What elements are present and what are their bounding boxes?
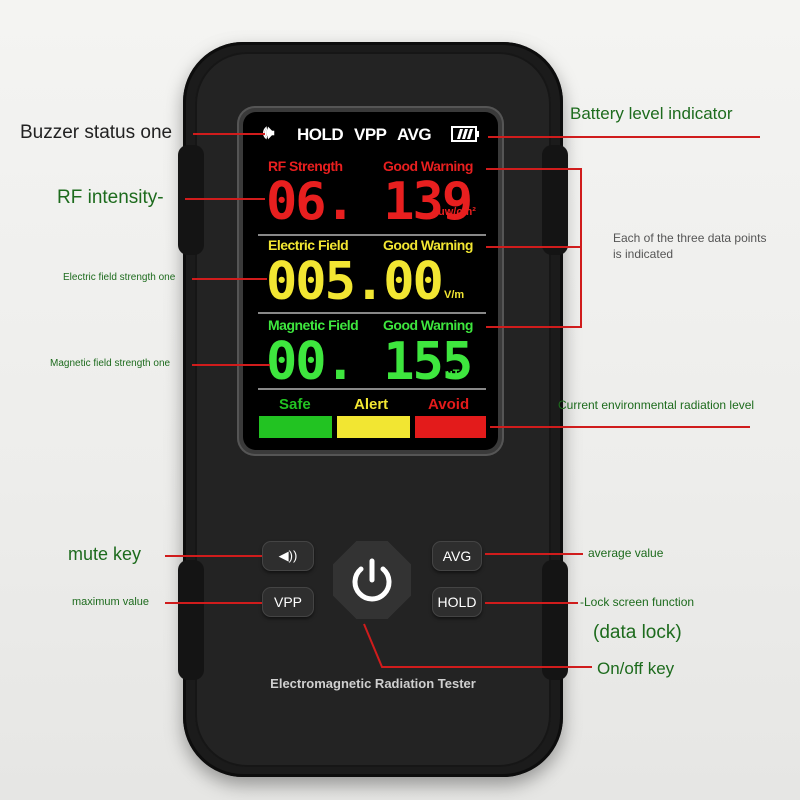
ann-maximum: maximum value <box>72 596 150 608</box>
magnetic-label: Magnetic Field <box>268 317 359 333</box>
ann-battery: Battery level indicator <box>570 104 733 123</box>
leader-magnetic-status <box>486 326 581 328</box>
rf-unit: uw/cm² <box>438 206 476 218</box>
leader-buzzer <box>193 133 265 135</box>
avg-button[interactable]: AVG <box>432 541 482 571</box>
hold-indicator: HOLD <box>297 125 344 144</box>
electric-unit: V/m <box>444 289 465 301</box>
right-bumper-top <box>542 145 568 255</box>
leader-lock <box>485 602 578 604</box>
ann-mute: mute key <box>68 544 142 564</box>
ann-onoff: On/off key <box>597 659 675 678</box>
leader-maximum <box>165 602 262 604</box>
power-icon <box>352 558 392 602</box>
magnetic-status: Good Warning <box>383 317 473 333</box>
divider-1 <box>258 234 486 236</box>
magnetic-value: 00. 155 <box>266 332 473 392</box>
ann-rf: RF intensity- <box>57 187 164 208</box>
ann-radiation-level: Current environmental radiation level <box>558 398 755 412</box>
vpp-indicator: VPP <box>354 125 387 144</box>
electric-label: Electric Field <box>268 237 349 253</box>
electric-value: 005.00 <box>266 252 444 312</box>
left-bumper-bottom <box>178 560 204 680</box>
brand-label: Electromagnetic Radiation Tester <box>270 676 476 691</box>
hold-button[interactable]: HOLD <box>432 587 482 617</box>
divider-2 <box>258 312 486 314</box>
level-alert-label: Alert <box>354 396 389 413</box>
leader-power <box>360 622 600 674</box>
ann-buzzer: Buzzer status one <box>20 122 173 143</box>
magnetic-unit: uT <box>446 368 460 380</box>
ann-average: average value <box>588 546 664 560</box>
leader-battery <box>488 136 760 138</box>
ann-electric: Electric field strength one <box>63 272 176 283</box>
leader-magnetic <box>192 364 270 366</box>
divider-3 <box>258 388 486 390</box>
ann-lock: -Lock screen function <box>580 595 695 609</box>
leader-electric <box>192 278 267 280</box>
mute-button[interactable]: ◀)) <box>262 541 314 571</box>
rf-value: 06. 139 <box>266 172 473 232</box>
vpp-button[interactable]: VPP <box>262 587 314 617</box>
leader-average <box>485 553 583 555</box>
right-bumper-bottom <box>542 560 568 680</box>
ann-data-lock: (data lock) <box>593 622 682 643</box>
leader-mute <box>165 555 262 557</box>
leader-level <box>490 426 750 428</box>
battery-icon <box>451 126 479 142</box>
lcd-screen <box>243 112 498 450</box>
leader-bracket <box>580 168 582 328</box>
power-button[interactable] <box>333 541 411 619</box>
leader-rf <box>185 198 265 200</box>
level-safe-bar <box>259 416 332 438</box>
avg-indicator: AVG <box>397 125 432 144</box>
ann-three-points: Each of the three data points is indicat… <box>613 231 767 261</box>
level-safe-label: Safe <box>279 396 311 413</box>
level-avoid-label: Avoid <box>428 396 470 413</box>
leader-rf-status <box>486 168 581 170</box>
leader-electric-status <box>486 246 581 248</box>
buzzer-icon: 🕪 <box>263 122 274 142</box>
rf-status: Good Warning <box>383 158 473 174</box>
level-avoid-bar <box>415 416 486 438</box>
electric-status: Good Warning <box>383 237 473 253</box>
left-bumper-top <box>178 145 204 255</box>
level-alert-bar <box>337 416 410 438</box>
rf-label: RF Strength <box>268 158 343 174</box>
ann-magnetic: Magnetic field strength one <box>50 358 171 369</box>
